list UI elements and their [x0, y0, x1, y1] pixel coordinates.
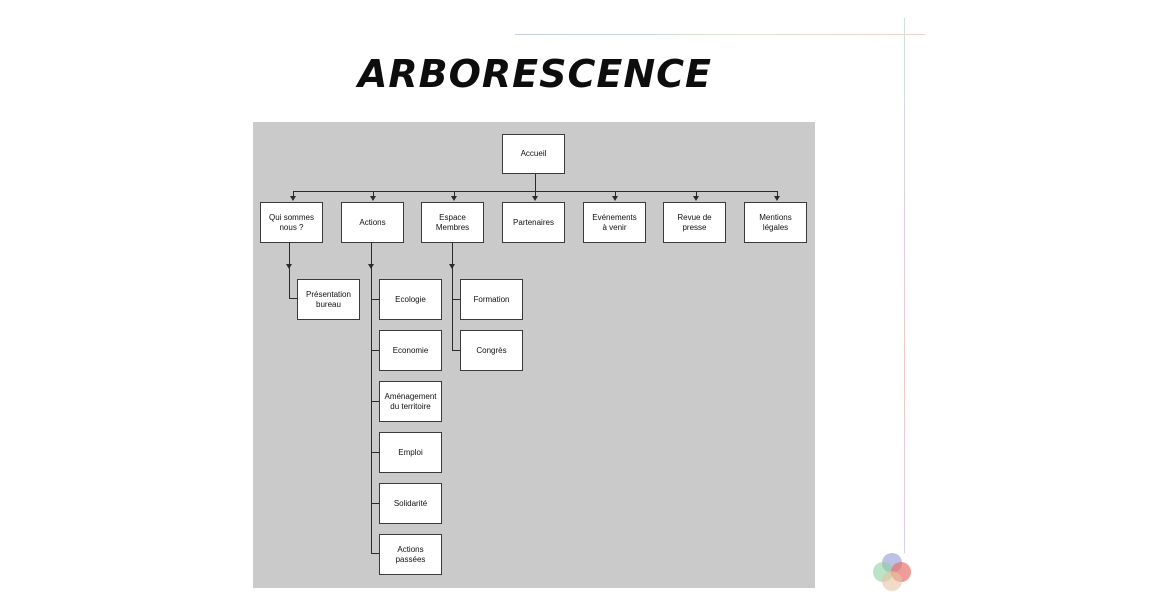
node-ecologie: Ecologie: [379, 279, 442, 320]
decorative-side-line: [904, 18, 905, 553]
node-actions: Actions: [341, 202, 404, 243]
arrow-5: [612, 196, 618, 201]
arrow-2: [370, 196, 376, 201]
node-solidarite: Solidarité: [379, 483, 442, 524]
connector-actions-5: [371, 503, 379, 504]
connector-drop-4: [535, 191, 536, 197]
node-actions-passees: Actions passées: [379, 534, 442, 575]
arrow-4: [532, 196, 538, 201]
connector-drop-1: [293, 191, 294, 197]
connector-actions-trunk: [371, 242, 372, 554]
node-revue-de-presse: Revue de presse: [663, 202, 726, 243]
arrow-qui: [286, 264, 292, 269]
arrow-7: [774, 196, 780, 201]
arrow-actions: [368, 264, 374, 269]
node-congres: Congrès: [460, 330, 523, 371]
connector-membres-trunk: [452, 242, 453, 351]
connector-drop-5: [615, 191, 616, 197]
node-formation: Formation: [460, 279, 523, 320]
node-emploi: Emploi: [379, 432, 442, 473]
node-evenements: Evénements à venir: [583, 202, 646, 243]
connector-actions-4: [371, 452, 379, 453]
node-qui-sommes-nous: Qui sommes nous ?: [260, 202, 323, 243]
node-espace-membres: Espace Membres: [421, 202, 484, 243]
connector-actions-3: [371, 401, 379, 402]
connector-drop-2: [373, 191, 374, 197]
connector-qui-presentation: [289, 298, 297, 299]
connector-root-down: [535, 174, 536, 191]
connector-drop-6: [696, 191, 697, 197]
connector-drop-3: [454, 191, 455, 197]
connector-actions-6: [371, 553, 379, 554]
connector-actions-1: [371, 299, 379, 300]
arrow-6: [693, 196, 699, 201]
arrow-1: [290, 196, 296, 201]
logo-circle-peach: [882, 571, 902, 591]
connector-drop-7: [777, 191, 778, 197]
arrow-3: [451, 196, 457, 201]
connector-qui-trunk: [289, 242, 290, 298]
node-partenaires: Partenaires: [502, 202, 565, 243]
node-amenagement: Aménagement du territoire: [379, 381, 442, 422]
connector-membres-1: [452, 299, 460, 300]
node-presentation-bureau: Présentation bureau: [297, 279, 360, 320]
node-economie: Economie: [379, 330, 442, 371]
node-accueil: Accueil: [502, 134, 565, 174]
connector-membres-2: [452, 350, 460, 351]
connector-actions-2: [371, 350, 379, 351]
sitemap-diagram: Accueil Qui sommes nous ? Actions Espace…: [253, 122, 815, 588]
logo-icon: [873, 553, 911, 591]
node-mentions-legales: Mentions légales: [744, 202, 807, 243]
page-title: ARBORESCENCE: [357, 52, 713, 96]
decorative-top-line: [515, 34, 925, 35]
arrow-membres: [449, 264, 455, 269]
